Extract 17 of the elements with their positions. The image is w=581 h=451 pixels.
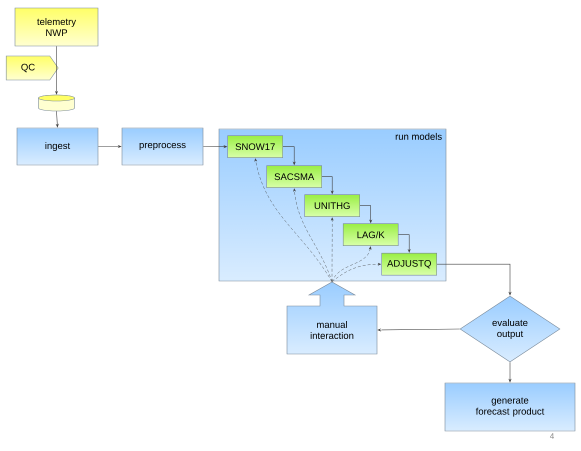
process-box: preprocess (122, 128, 204, 166)
dashed-arrow (332, 246, 372, 282)
dashed-arrow (330, 217, 334, 282)
interaction-box: manual interaction (286, 282, 378, 354)
database-cylinder (38, 94, 75, 112)
process-box: generate forecast product (444, 382, 576, 432)
process-box: ADJUSTQ (381, 252, 437, 276)
process-box: SNOW17 (227, 135, 283, 158)
dashed-arrow (254, 158, 332, 282)
process-box: LAG/K (342, 223, 398, 246)
input-arrow-box: QC (6, 56, 59, 80)
process-box: telemetry NWP (14, 8, 98, 46)
dashed-arrow (332, 262, 382, 282)
process-box: SACSMA (266, 165, 322, 188)
process-box: ingest (16, 128, 98, 166)
process-box: UNITHG (304, 194, 360, 217)
dashed-arrow (293, 188, 332, 282)
